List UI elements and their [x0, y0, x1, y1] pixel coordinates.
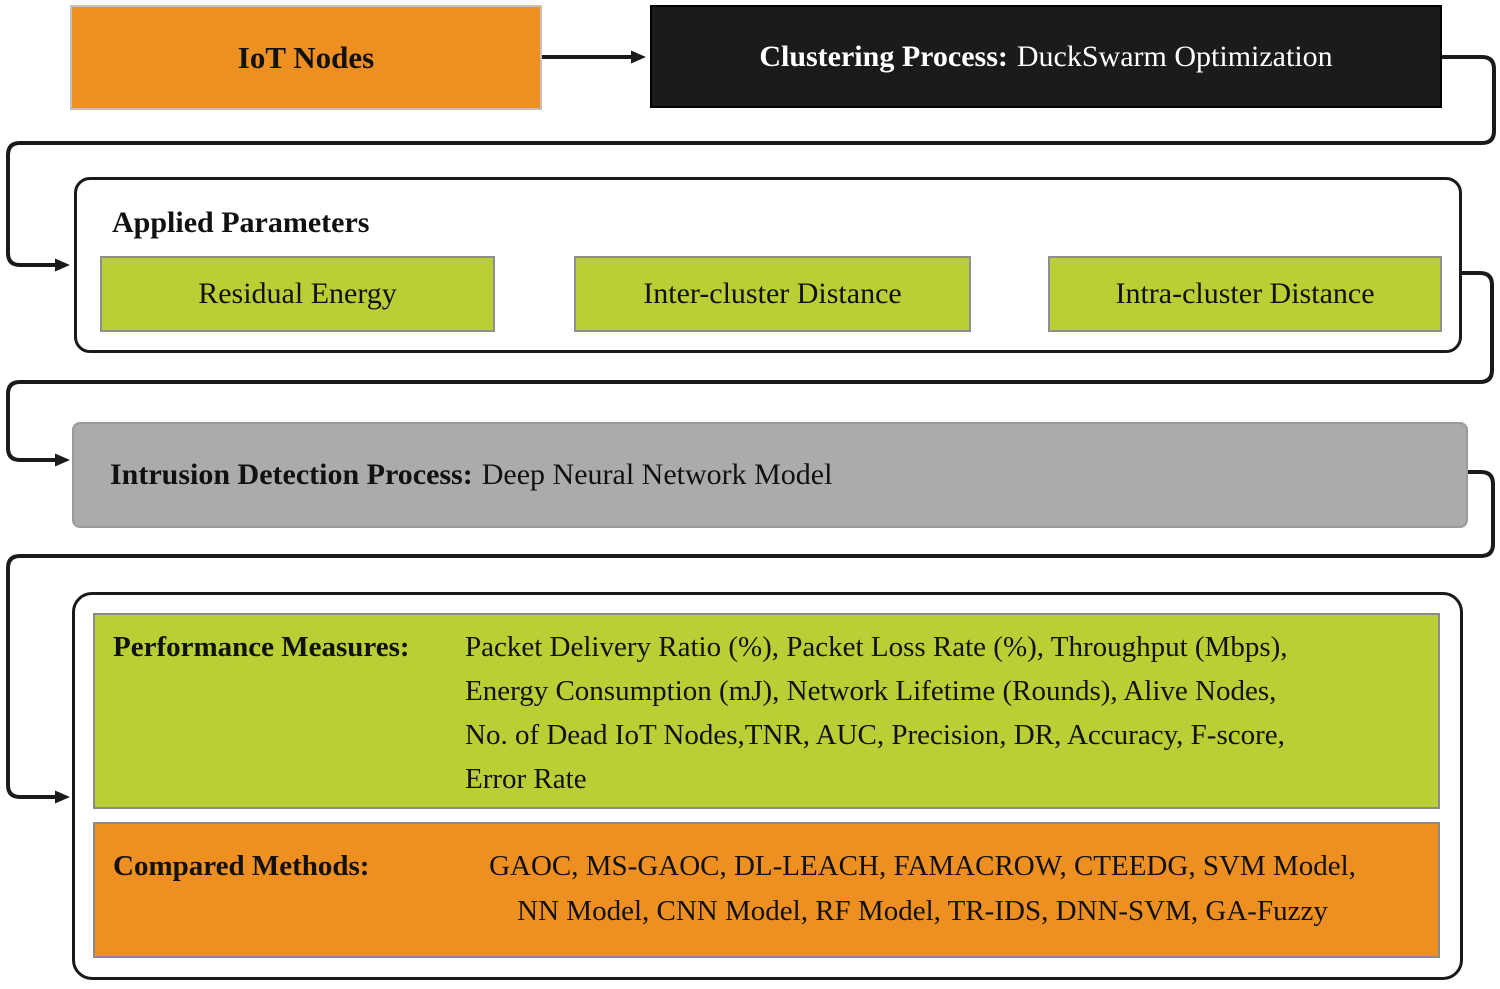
performance-measures-line: No. of Dead IoT Nodes,TNR, AUC, Precisio… [465, 719, 1285, 751]
intrusion-label-rest: Deep Neural Network Model [481, 458, 833, 491]
compared-methods-label: Compared Methods: [113, 850, 370, 882]
connector-clustering-to-parameters [6, 55, 1496, 272]
intrusion-detection-box: Intrusion Detection Process: Deep Neural… [72, 422, 1468, 528]
compared-methods-box: Compared Methods: GAOC, MS-GAOC, DL-LEAC… [93, 822, 1440, 958]
clustering-label-rest: DuckSwarm Optimization [1016, 39, 1333, 73]
clustering-process-box: Clustering Process: DuckSwarm Optimizati… [650, 5, 1442, 108]
intrusion-label-bold: Intrusion Detection Process: [110, 458, 473, 491]
performance-measures-label: Performance Measures: [113, 631, 410, 663]
iot-nodes-box: IoT Nodes [70, 5, 542, 110]
performance-measures-text: Packet Delivery Ratio (%), Packet Loss R… [465, 625, 1424, 801]
iot-nodes-label: IoT Nodes [237, 39, 375, 75]
performance-measures-line: Energy Consumption (mJ), Network Lifetim… [465, 675, 1277, 707]
param-label-residual-energy: Residual Energy [198, 277, 397, 310]
param-label-intra-cluster-distance: Intra-cluster Distance [1115, 277, 1375, 310]
param-box-residual-energy: Residual Energy [100, 256, 495, 332]
param-box-inter-cluster-distance: Inter-cluster Distance [574, 256, 971, 332]
performance-measures-line: Packet Delivery Ratio (%), Packet Loss R… [465, 631, 1288, 663]
applied-parameters-title: Applied Parameters [112, 206, 370, 239]
performance-measures-box: Performance Measures: Packet Delivery Ra… [93, 613, 1440, 809]
compared-methods-line: GAOC, MS-GAOC, DL-LEACH, FAMACROW, CTEED… [489, 850, 1356, 882]
compared-methods-text: GAOC, MS-GAOC, DL-LEACH, FAMACROW, CTEED… [421, 844, 1424, 934]
param-label-inter-cluster-distance: Inter-cluster Distance [643, 277, 902, 310]
performance-measures-line: Error Rate [465, 763, 587, 795]
connector-parameters-to-intrusion [6, 271, 1494, 467]
clustering-label-bold: Clustering Process: [759, 39, 1008, 73]
param-box-intra-cluster-distance: Intra-cluster Distance [1048, 256, 1442, 332]
connector-intrusion-to-results [6, 470, 1495, 804]
compared-methods-line: NN Model, CNN Model, RF Model, TR-IDS, D… [517, 895, 1328, 927]
